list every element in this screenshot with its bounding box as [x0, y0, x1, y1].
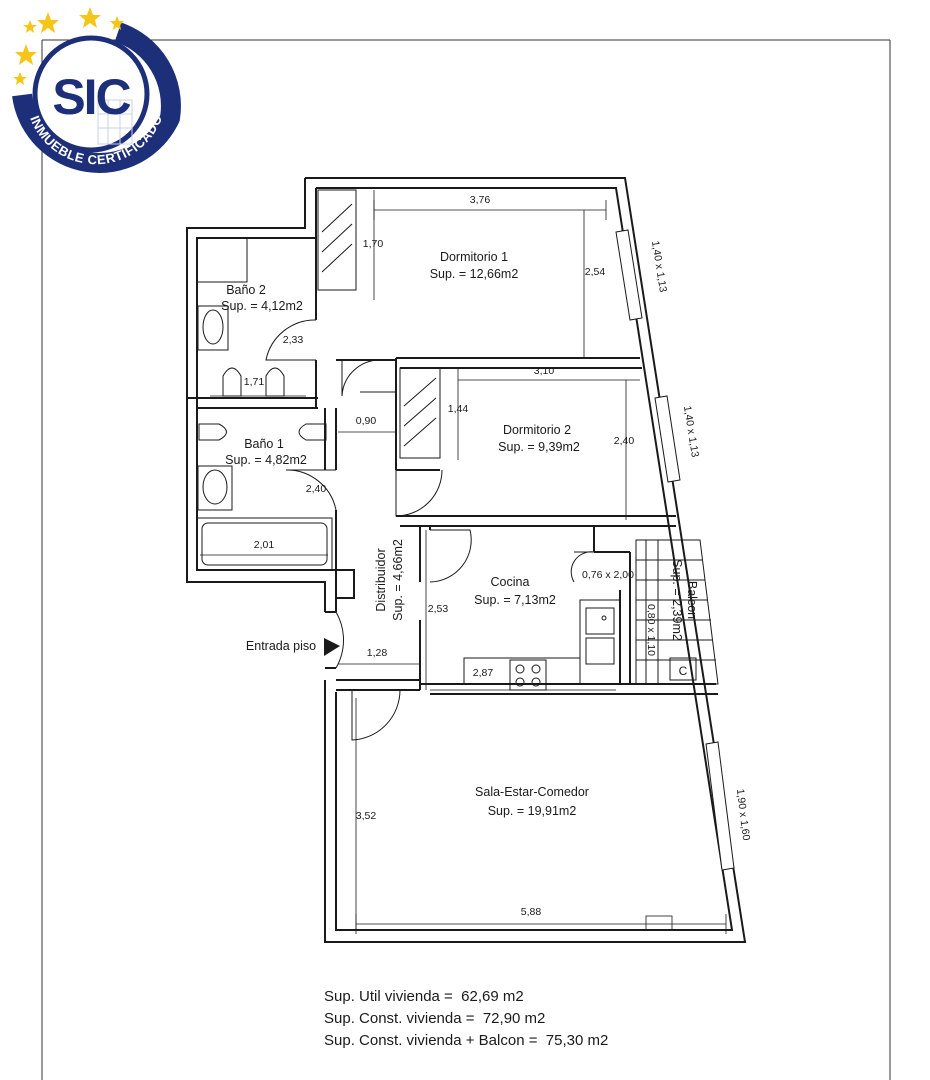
dim-d1-width: 3,76: [470, 194, 491, 206]
dimension-lines: [200, 190, 727, 934]
dim-bano2-width: 1,71: [244, 376, 265, 388]
dim-cocina-width: 2,87: [473, 667, 494, 679]
dim-hall-door: 0,90: [356, 415, 377, 427]
entrance-label: Entrada piso: [246, 639, 316, 653]
room-sala-area: Sup. = 19,91m2: [488, 804, 577, 818]
kitchen-fixtures: [463, 599, 621, 691]
dim-d2-width: 3,10: [534, 365, 555, 377]
dim-sala-width: 5,88: [521, 906, 542, 918]
doors: [265, 319, 595, 741]
bath1-bidet: [298, 423, 327, 441]
star-icon: [23, 20, 37, 33]
room-bano2-area: Sup. = 4,12m2: [221, 299, 303, 313]
room-cocina-name: Cocina: [491, 575, 530, 589]
walls: [186, 177, 747, 943]
closets: [317, 189, 441, 459]
summary-const-balcon: Sup. Const. vivienda + Balcon = 75,30 m2: [324, 1032, 609, 1049]
dim-cocina-depth: 2,53: [428, 603, 449, 615]
logo-ring: [12, 22, 181, 173]
summary-const: Sup. Const. vivienda = 72,90 m2: [324, 1010, 546, 1027]
dim-entrance-width: 1,28: [367, 647, 388, 659]
dim-d2-depth: 2,40: [614, 435, 635, 447]
building-icon: [97, 99, 133, 145]
dim-d1-closet: 1,70: [363, 238, 384, 250]
room-dormitorio2-area: Sup. = 9,39m2: [498, 440, 580, 454]
window-dorm1: [615, 229, 643, 321]
room-sala-name: Sala-Estar-Comedor: [475, 785, 589, 799]
star-icons: [13, 7, 124, 85]
dim-kitchen-window: 0,80 x 1,10: [645, 604, 657, 656]
room-distribuidor-area: Sup. = 4,66m2: [391, 539, 405, 621]
bath1-sink: [202, 469, 228, 505]
bath2-shower: [196, 237, 248, 283]
room-bano1-name: Baño 1: [244, 437, 284, 451]
surface-summary: Sup. Util vivienda = 62,69 m2 Sup. Const…: [324, 986, 608, 1052]
bath1-toilet: [198, 423, 227, 441]
dim-sala-depth: 3,52: [356, 810, 377, 822]
svg-text:C: C: [679, 664, 688, 678]
bathtub: [196, 517, 333, 571]
sheet-frame: [41, 39, 891, 1080]
dim-d2-closet: 1,44: [448, 403, 469, 415]
dim-balcon-door: 0,76 x 2,00: [582, 569, 634, 581]
dim-d1-depth: 2,54: [585, 266, 606, 278]
boiler: [669, 657, 697, 681]
bath2-sink: [202, 309, 224, 345]
room-labels: Dormitorio 1 Sup. = 12,66m2 Dormitorio 2…: [221, 250, 699, 818]
bath2-toilet: [222, 367, 242, 397]
dim-window-3: 1,90 x 1,60: [734, 788, 752, 841]
dim-window-2: 1,40 x 1,13: [681, 405, 701, 458]
summary-util: Sup. Util vivienda = 62,69 m2: [324, 988, 524, 1005]
entrance-arrow-icon: [324, 638, 340, 656]
balcony: C: [635, 539, 719, 685]
window-sala: [705, 741, 735, 871]
cooktop: [509, 659, 547, 691]
room-bano2-name: Baño 2: [226, 283, 266, 297]
star-icon: [15, 44, 37, 65]
room-cocina-area: Sup. = 7,13m2: [474, 593, 556, 607]
room-dormitorio1-area: Sup. = 12,66m2: [430, 267, 519, 281]
kitchen-sink: [585, 607, 615, 635]
star-icon: [13, 72, 27, 85]
window-dorm2: [654, 395, 681, 483]
dim-window-1: 1,40 x 1,13: [649, 240, 669, 293]
dim-bano1-width: 2,01: [254, 539, 275, 551]
room-dormitorio1-name: Dormitorio 1: [440, 250, 508, 264]
windows: [615, 229, 735, 871]
logo-badge: [32, 35, 150, 153]
star-icon: [37, 12, 59, 33]
star-icon: [110, 16, 124, 30]
room-balcon-area: Sup. = 2,39m2: [670, 559, 684, 641]
room-distribuidor-name: Distribuidor: [374, 548, 388, 611]
room-bano1-area: Sup. = 4,82m2: [225, 453, 307, 467]
room-balcon-name: Balcon: [685, 581, 699, 619]
dim-bano1-door: 2,40: [306, 483, 327, 495]
star-icon: [79, 7, 101, 28]
fixtures: [196, 237, 333, 571]
logo-acronym: SIC: [52, 69, 130, 125]
sic-certified-logo: SIC INMUEBLE CERTIFICADO: [12, 7, 181, 173]
bath2-bidet: [265, 367, 285, 397]
kitchen-counter-side: [579, 599, 621, 685]
dim-bano2-door: 2,33: [283, 334, 304, 346]
room-dormitorio2-name: Dormitorio 2: [503, 423, 571, 437]
kitchen-counter-bottom: [463, 657, 581, 685]
